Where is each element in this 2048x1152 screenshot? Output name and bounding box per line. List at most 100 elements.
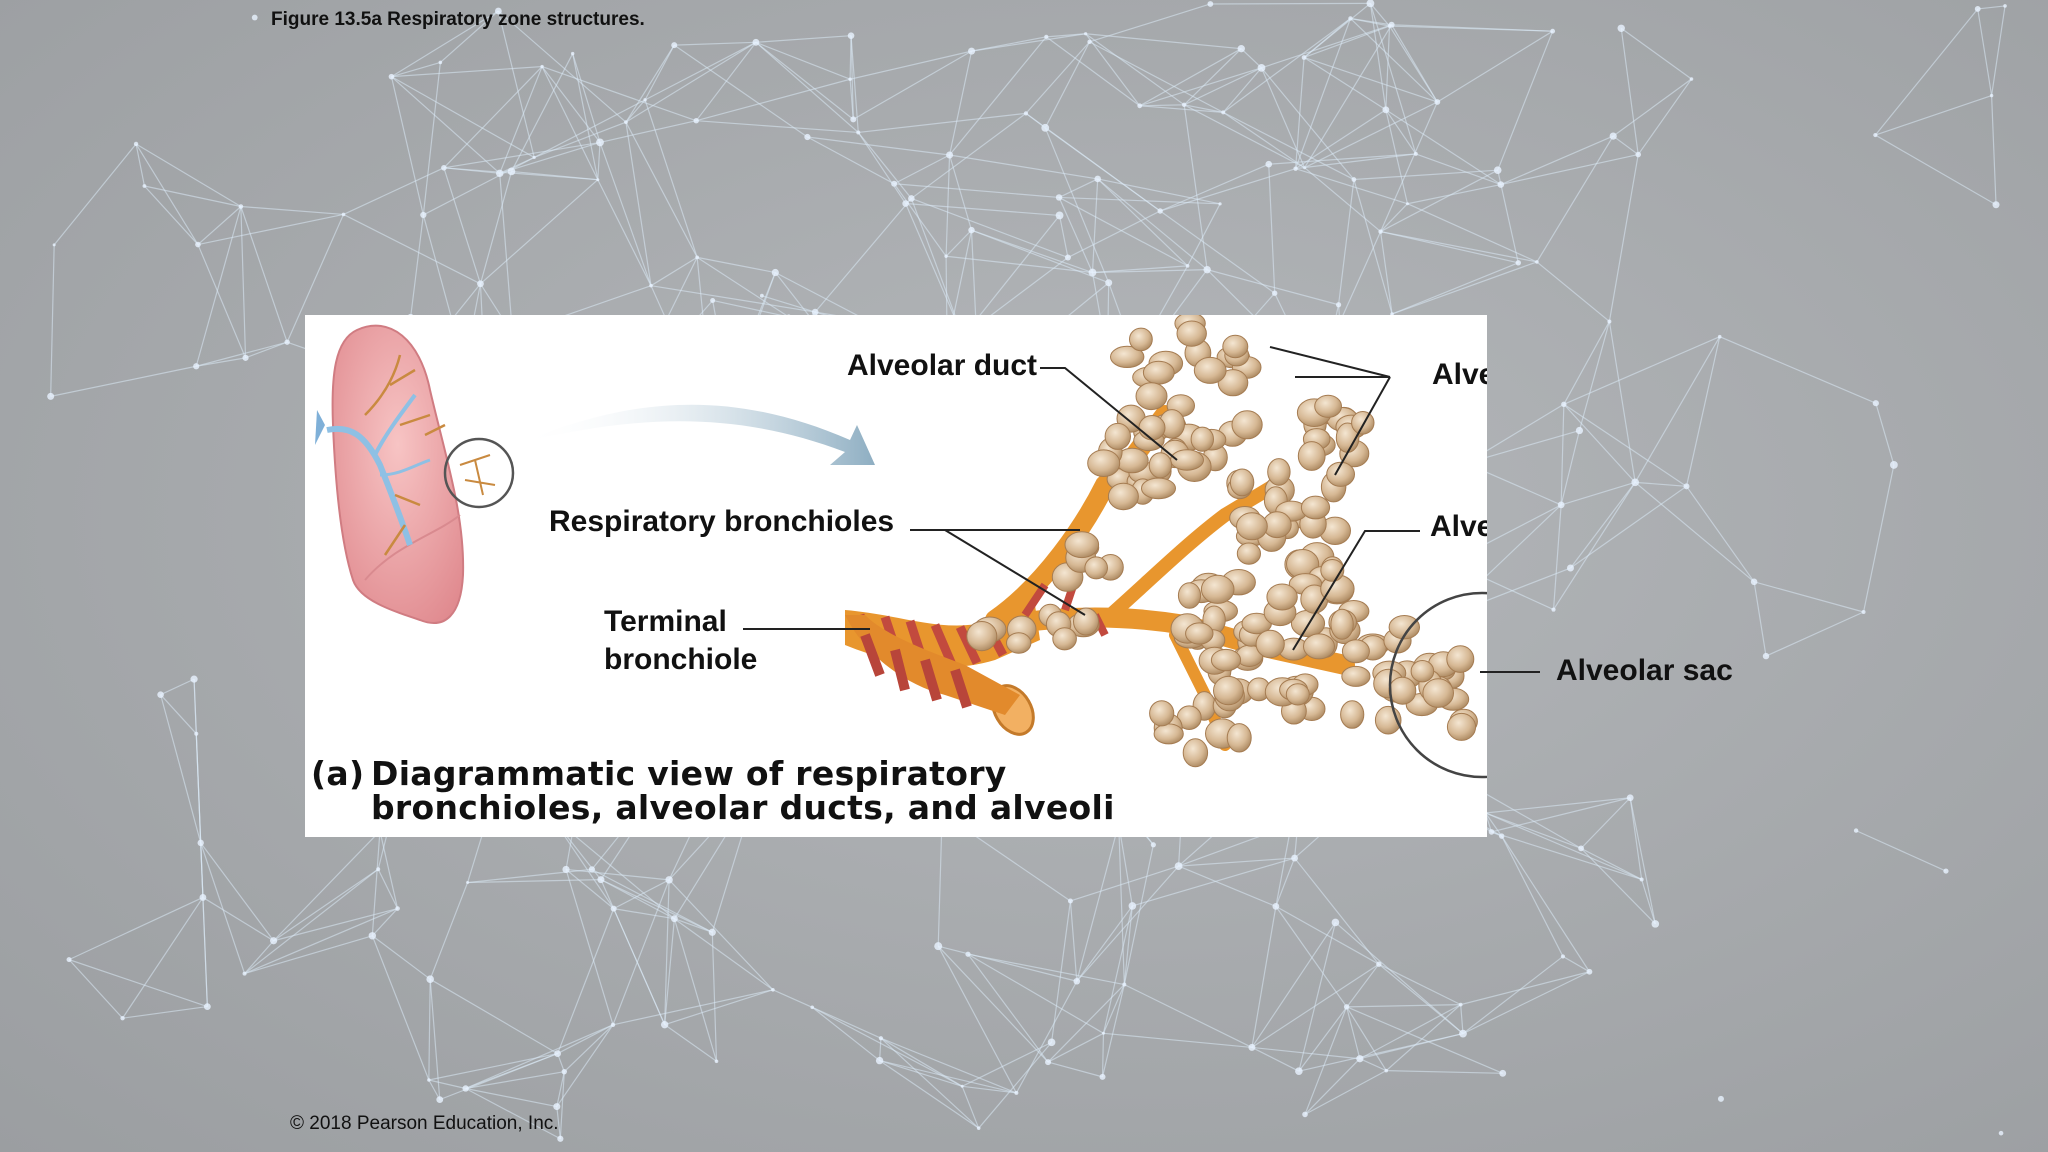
network-line (664, 1024, 717, 1062)
network-line (1251, 906, 1277, 1048)
network-line (967, 953, 1125, 986)
network-line (391, 76, 535, 158)
network-line (1070, 865, 1179, 902)
alveolus (1185, 622, 1214, 645)
network-line (160, 694, 197, 735)
network-line (948, 154, 973, 231)
network-line (807, 136, 895, 185)
network-line (1303, 25, 1390, 59)
alveolus (1340, 700, 1365, 729)
network-line (1089, 3, 1211, 43)
network-line (1560, 481, 1636, 506)
alveolus (1087, 449, 1121, 477)
network-line (1346, 1006, 1503, 1074)
network-node (1497, 181, 1505, 188)
network-line (1685, 336, 1721, 487)
alveolus (1330, 608, 1354, 640)
network-line (1620, 28, 1639, 155)
network-line (755, 41, 851, 80)
network-node (1378, 229, 1383, 234)
network-node (1150, 842, 1156, 848)
network-node (133, 141, 139, 147)
network-line (122, 897, 204, 1019)
alveolus (1266, 583, 1298, 611)
network-line (1085, 33, 1185, 106)
network-node (242, 354, 249, 361)
network-line (893, 183, 947, 257)
network-line (200, 842, 275, 942)
network-node (596, 178, 600, 182)
network-line (1462, 971, 1590, 1035)
network-node (341, 212, 346, 217)
network-line (1391, 261, 1538, 315)
network-line (971, 229, 1109, 284)
network-node (436, 1096, 444, 1104)
network-line (1294, 857, 1380, 965)
network-node (1105, 279, 1113, 287)
network-node (1550, 28, 1556, 34)
alveolus (1285, 683, 1310, 706)
network-line (144, 185, 242, 208)
network-line (1563, 403, 1636, 483)
alveolus (1297, 441, 1326, 471)
network-node (660, 1020, 669, 1029)
network-line (559, 1071, 565, 1139)
network-line (429, 979, 441, 1100)
magnify-arrow (520, 404, 875, 465)
network-line (1123, 905, 1133, 985)
network-node (557, 1135, 564, 1142)
network-node (850, 116, 857, 123)
network-line (879, 1060, 980, 1129)
network-node (878, 1036, 884, 1041)
network-line (945, 229, 972, 257)
network-line (1304, 1070, 1387, 1115)
network-line (1251, 922, 1336, 1048)
network-line (1500, 153, 1639, 186)
alveolus (1229, 468, 1255, 497)
network-node (1335, 302, 1342, 308)
network-line (1102, 905, 1133, 1034)
network-node (1014, 1090, 1019, 1095)
network-node (1044, 34, 1049, 39)
alveolus (1300, 495, 1331, 520)
network-node (1493, 166, 1502, 174)
network-line (967, 953, 1104, 1034)
network-node (426, 975, 434, 983)
network-node (496, 169, 504, 178)
network-line (1275, 905, 1380, 965)
network-node (1586, 968, 1593, 975)
network-line (1067, 210, 1161, 259)
network-line (1719, 336, 1877, 404)
network-node (1750, 578, 1758, 586)
network-line (1187, 203, 1221, 267)
network-line (1875, 403, 1895, 466)
alveolus (1267, 458, 1291, 486)
network-line (612, 989, 774, 1026)
network-line (938, 945, 1077, 982)
network-line (1139, 48, 1242, 107)
network-line (1389, 25, 1438, 103)
network-line (1089, 41, 1224, 113)
network-line (858, 112, 1027, 134)
network-line (1460, 971, 1590, 1006)
network-line (1295, 168, 1408, 205)
network-line (1304, 167, 1381, 233)
alveolus (1210, 648, 1242, 672)
alveolus (1135, 382, 1168, 411)
network-node (968, 47, 976, 55)
network-line (1275, 857, 1296, 907)
network-line (1862, 464, 1895, 613)
network-line (423, 156, 535, 216)
network-line (1608, 154, 1639, 322)
network-node (368, 932, 377, 940)
network-line (68, 896, 204, 961)
network-line (1753, 581, 1767, 657)
network-node (193, 363, 200, 370)
network-node (1890, 461, 1898, 469)
network-line (625, 122, 652, 286)
network-line (409, 214, 424, 318)
network-node (562, 865, 570, 874)
network-line (849, 50, 972, 80)
network-node (494, 7, 502, 15)
network-line (811, 1006, 880, 1062)
